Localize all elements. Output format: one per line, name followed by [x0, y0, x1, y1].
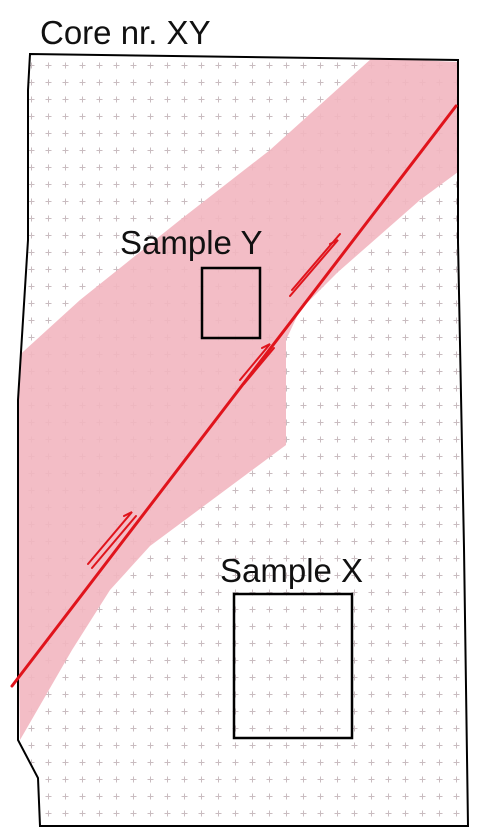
shear-zone — [18, 58, 458, 740]
fault-line — [10, 104, 458, 688]
sample-y: Sample Y — [120, 224, 262, 340]
core-outline — [17, 52, 470, 827]
sample-x-box — [232, 592, 354, 740]
sample-x-label: Sample X — [220, 552, 363, 589]
arrow-pair-icon — [87, 233, 341, 569]
core-title: Core nr. XY — [40, 14, 211, 51]
sample-y-label: Sample Y — [120, 224, 262, 261]
sample-x: Sample X — [220, 552, 363, 740]
sample-y-box — [200, 266, 262, 340]
